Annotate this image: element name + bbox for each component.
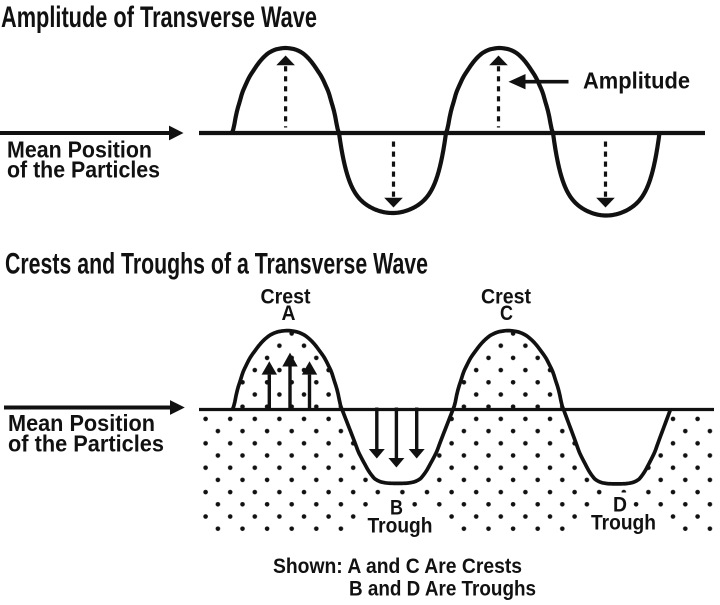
svg-text:Amplitude of Transverse Wave: Amplitude of Transverse Wave — [1, 1, 317, 34]
svg-text:Mean Position: Mean Position — [7, 137, 152, 163]
svg-text:Trough: Trough — [591, 512, 656, 535]
svg-text:A: A — [282, 302, 296, 325]
svg-text:C: C — [500, 302, 513, 325]
svg-text:of the Particles: of the Particles — [8, 430, 164, 456]
svg-text:Crest: Crest — [481, 286, 531, 309]
svg-text:D: D — [613, 494, 627, 517]
svg-text:B and D Are Troughs: B and D Are Troughs — [349, 578, 536, 601]
svg-text:Mean Position: Mean Position — [8, 410, 155, 436]
svg-text:Amplitude: Amplitude — [583, 68, 690, 94]
svg-text:of the Particles: of the Particles — [7, 157, 160, 183]
svg-text:Crests and Troughs of a Transv: Crests and Troughs of a Transverse Wave — [5, 248, 428, 281]
svg-text:Shown: A and C Are Crests: Shown: A and C Are Crests — [273, 555, 522, 578]
svg-text:Crest: Crest — [261, 286, 311, 309]
svg-text:Trough: Trough — [368, 515, 433, 538]
svg-text:B: B — [390, 497, 403, 520]
